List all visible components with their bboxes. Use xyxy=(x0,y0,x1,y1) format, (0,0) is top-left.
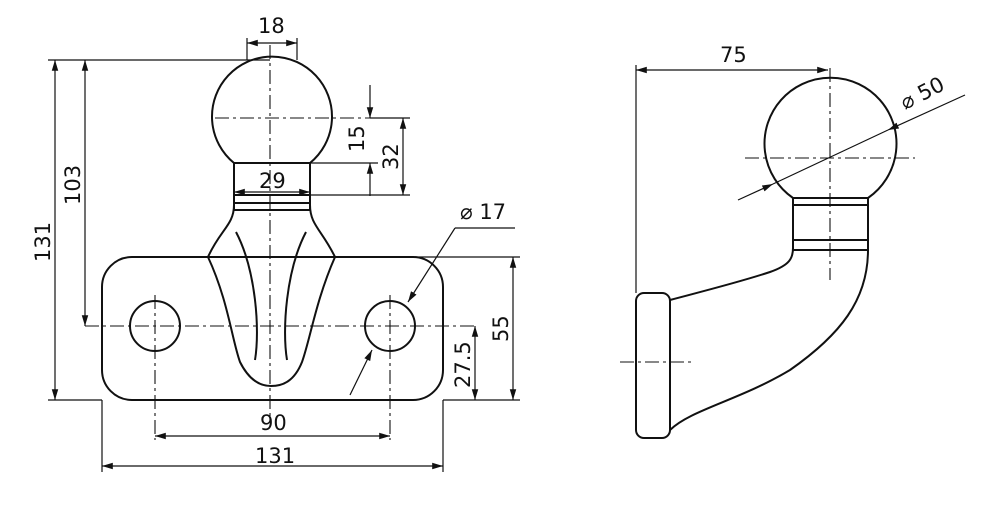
dim-hole-diameter: ⌀ 17 xyxy=(460,200,506,224)
dim-103: 103 xyxy=(61,165,85,205)
dim-90: 90 xyxy=(260,411,287,435)
collar xyxy=(233,162,311,211)
base-plate xyxy=(101,256,444,401)
dim-15: 15 xyxy=(345,125,369,152)
front-view: 18 131 103 15 32 29 ⌀ 17 55 27.5 90 131 xyxy=(31,14,520,472)
neck-contour xyxy=(235,231,307,361)
neck-body xyxy=(207,256,336,388)
dim-55: 55 xyxy=(489,315,513,342)
dim-29: 29 xyxy=(259,169,286,193)
arm-bottom xyxy=(669,249,869,431)
dim-131-height: 131 xyxy=(31,222,55,262)
side-view: 75 ⌀ 50 xyxy=(620,43,966,439)
ball xyxy=(211,55,333,164)
dim-75: 75 xyxy=(720,43,747,67)
neck xyxy=(207,204,336,258)
dim-27-5: 27.5 xyxy=(451,341,475,388)
dim-32: 32 xyxy=(379,143,403,170)
arm-top xyxy=(669,247,794,301)
dim-ball-diameter: ⌀ 50 xyxy=(896,72,948,114)
dim-131-width: 131 xyxy=(255,444,295,468)
dim-18: 18 xyxy=(258,14,285,38)
side-plate xyxy=(635,292,671,439)
